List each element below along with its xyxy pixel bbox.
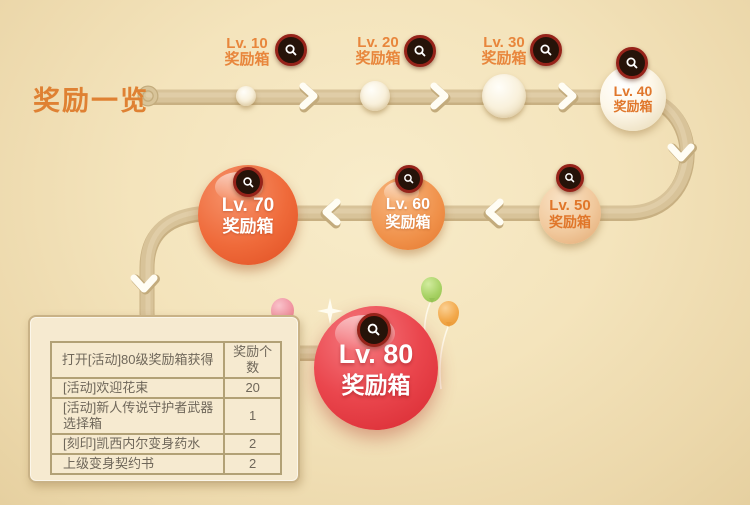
label-lv10-level: Lv. 10 xyxy=(226,35,268,52)
table-header-item: 打开[活动]80级奖励箱获得 xyxy=(49,341,226,379)
reward-item-name: [活动]新人传说守护者武器选择箱 xyxy=(49,397,226,435)
label-lv20-box: 奖励箱 xyxy=(355,50,401,67)
preview-lv60-button[interactable] xyxy=(395,165,423,193)
reward-item-name: 上级变身契约书 xyxy=(49,453,226,475)
reward-item-name: [刻印]凯西内尔变身药水 xyxy=(49,433,226,455)
magnifier-icon xyxy=(367,323,380,336)
table-row: [活动]新人传说守护者武器选择箱 1 xyxy=(49,397,282,435)
table-row: [活动]欢迎花束 20 xyxy=(49,377,282,399)
magnifier-icon xyxy=(565,173,575,183)
label-lv30-level: Lv. 30 xyxy=(483,34,525,51)
balloon-orange xyxy=(438,301,459,326)
milestone-node-lv30 xyxy=(482,74,526,118)
ball-lv70-box: 奖励箱 xyxy=(222,216,274,236)
balloon-green xyxy=(421,277,442,302)
arrow-down-icon xyxy=(671,147,693,159)
label-lv20: Lv. 20 奖励箱 xyxy=(341,35,415,67)
arrow-right-icon xyxy=(434,86,446,108)
page-title: 奖励一览 xyxy=(33,86,149,116)
label-lv30-box: 奖励箱 xyxy=(481,50,527,67)
table-header-count: 奖励个数 xyxy=(223,341,282,379)
arrow-right-icon xyxy=(562,86,574,108)
reward-detail-panel: 打开[活动]80级奖励箱获得 奖励个数 [活动]欢迎花束 20 [活动]新人传说… xyxy=(28,315,300,483)
ball-lv50-level: Lv. 50 xyxy=(549,196,591,214)
reward-item-name: [活动]欢迎花束 xyxy=(49,377,226,399)
magnifier-icon xyxy=(626,57,638,69)
label-lv10: Lv. 10 奖励箱 xyxy=(210,36,284,68)
ball-lv50-box: 奖励箱 xyxy=(549,213,591,230)
preview-lv50-button[interactable] xyxy=(556,164,584,192)
preview-lv70-button[interactable] xyxy=(233,167,263,197)
table-row: 上级变身契约书 2 xyxy=(49,453,282,475)
magnifier-icon xyxy=(540,44,552,56)
magnifier-icon xyxy=(242,176,253,187)
ball-lv40-level: Lv. 40 xyxy=(613,82,653,99)
magnifier-icon xyxy=(414,45,426,57)
reward-item-count: 1 xyxy=(223,397,282,435)
preview-lv30-button[interactable] xyxy=(530,34,562,66)
label-lv20-level: Lv. 20 xyxy=(357,34,399,51)
reward-item-count: 2 xyxy=(223,453,282,475)
label-lv30: Lv. 30 奖励箱 xyxy=(467,35,541,67)
arrow-left-icon xyxy=(488,202,500,224)
magnifier-icon xyxy=(404,174,414,184)
ball-lv60-box: 奖励箱 xyxy=(385,214,431,231)
reward-item-count: 2 xyxy=(223,433,282,455)
table-row: [刻印]凯西内尔变身药水 2 xyxy=(49,433,282,455)
preview-lv10-button[interactable] xyxy=(275,34,307,66)
arrow-right-icon xyxy=(303,86,315,108)
magnifier-icon xyxy=(285,44,297,56)
table-header-row: 打开[活动]80级奖励箱获得 奖励个数 xyxy=(49,341,282,379)
preview-lv40-button[interactable] xyxy=(616,47,648,79)
ball-lv80-box: 奖励箱 xyxy=(341,371,411,398)
preview-lv80-button[interactable] xyxy=(357,313,391,347)
arrow-down-icon xyxy=(134,278,156,290)
reward-item-count: 20 xyxy=(223,377,282,399)
ball-lv60-level: Lv. 60 xyxy=(385,196,431,213)
label-lv10-box: 奖励箱 xyxy=(224,51,270,68)
preview-lv20-button[interactable] xyxy=(404,35,436,67)
milestone-node-lv20 xyxy=(360,81,390,111)
reward-table: 打开[活动]80级奖励箱获得 奖励个数 [活动]欢迎花束 20 [活动]新人传说… xyxy=(49,341,282,475)
ball-lv40-box: 奖励箱 xyxy=(613,98,653,114)
arrow-left-icon xyxy=(325,202,337,224)
milestone-node-lv10 xyxy=(236,86,256,106)
